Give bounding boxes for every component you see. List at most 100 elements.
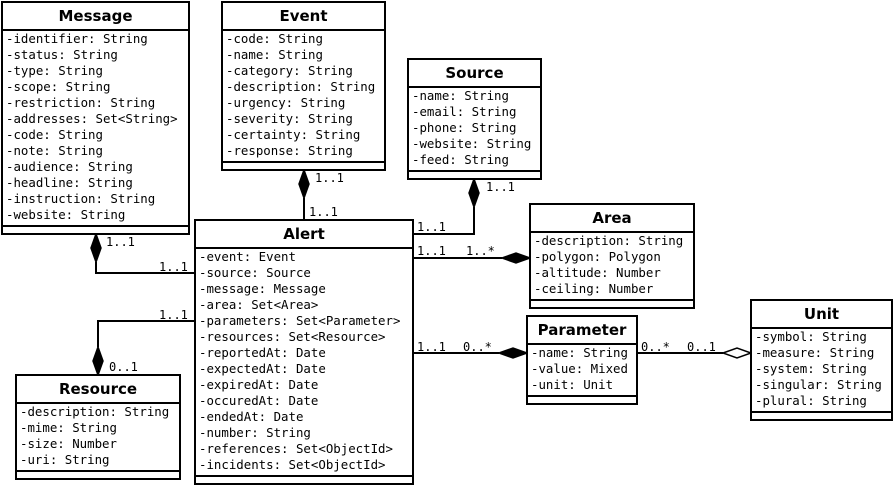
message-attribute: -scope: String: [6, 79, 110, 94]
resource-attribute: -description: String: [20, 404, 169, 419]
event-attribute: -code: String: [226, 31, 323, 46]
area-composition-diamond: [499, 252, 533, 264]
alert-attribute: -event: Event: [199, 249, 296, 264]
message-attribute: -restriction: String: [6, 95, 155, 110]
unit-class-box: [750, 299, 893, 421]
multiplicity-alert-source: 1..1: [417, 220, 446, 234]
multiplicity-alert-message: 1..1: [159, 260, 188, 274]
alert-resource-association: [97, 320, 195, 347]
resource-attribute: -mime: String: [20, 420, 117, 435]
parameter-attribute: -name: String: [531, 345, 628, 360]
message-attribute: -addresses: Set<String>: [6, 111, 178, 126]
message-class-name: Message: [59, 7, 133, 25]
source-class-name: Source: [445, 64, 503, 82]
class-parameter: Parameter -name: String-value: Mixed-unit…: [526, 315, 638, 405]
area-class-box: [529, 203, 695, 309]
class-resource: Resource-description: String-mime: Strin…: [15, 374, 181, 480]
event-composition-diamond: [298, 167, 310, 201]
event-attribute: -name: String: [226, 47, 323, 62]
multiplicity-resource: 0..1: [109, 360, 138, 374]
alert-attribute: -expiredAt: Date: [199, 377, 318, 392]
area-attribute: -description: String: [534, 233, 683, 248]
alert-attribute: -references: Set<ObjectId>: [199, 441, 393, 456]
multiplicity-unit: 0..1: [687, 340, 716, 354]
message-attribute: -headline: String: [6, 175, 133, 190]
alert-class-box: [194, 219, 414, 485]
alert-attribute: -incidents: Set<ObjectId>: [199, 457, 386, 472]
area-attribute: -ceiling: Number: [534, 281, 653, 296]
alert-attribute: -expectedAt: Date: [199, 361, 326, 376]
message-attribute: -type: String: [6, 63, 103, 78]
alert-attribute: -reportedAt: Date: [199, 345, 326, 360]
source-attribute: -name: String: [412, 88, 509, 103]
resource-class-box: [15, 374, 181, 480]
area-attribute: -polygon: Polygon: [534, 249, 661, 264]
unit-aggregation-diamond: [720, 347, 754, 359]
alert-attribute: -endedAt: Date: [199, 409, 303, 424]
alert-attribute: -number: String: [199, 425, 311, 440]
source-attribute: -phone: String: [412, 120, 516, 135]
message-attribute: -identifier: String: [6, 31, 148, 46]
class-alert: Alert -event: Event-source: Source-messag…: [194, 219, 414, 485]
alert-attribute: -parameters: Set<Parameter>: [199, 313, 400, 328]
parameter-attribute: -value: Mixed: [531, 361, 628, 376]
message-composition-diamond: [90, 231, 102, 265]
multiplicity-alert-parameter: 1..1: [417, 340, 446, 354]
unit-attribute: -system: String: [755, 361, 867, 376]
parameter-composition-diamond: [496, 347, 530, 359]
message-alert-association: [95, 262, 195, 274]
message-attribute: -instruction: String: [6, 191, 155, 206]
source-alert-association: [413, 207, 475, 235]
class-message: Message -identifier: String-status: Strin…: [1, 1, 190, 235]
multiplicity-alert-event: 1..1: [309, 205, 338, 219]
unit-attribute: -singular: String: [755, 377, 882, 392]
area-attribute: -altitude: Number: [534, 265, 661, 280]
alert-class-name: Alert: [283, 225, 325, 243]
class-source: Source -name: String-email: String-phone:…: [407, 58, 542, 180]
multiplicity-event: 1..1: [315, 171, 344, 185]
multiplicity-alert-resource: 1..1: [159, 308, 188, 322]
unit-class-name: Unit: [804, 305, 839, 323]
parameter-class-box: [526, 315, 638, 405]
multiplicity-alert-area: 1..1: [417, 244, 446, 258]
event-attribute: -certainty: String: [226, 127, 360, 142]
source-attribute: -email: String: [412, 104, 516, 119]
message-attribute: -note: String: [6, 143, 103, 158]
multiplicity-parameter: 0..*: [463, 340, 492, 354]
event-attribute: -urgency: String: [226, 95, 345, 110]
parameter-attribute: -unit: Unit: [531, 377, 613, 392]
multiplicity-area: 1..*: [466, 244, 495, 258]
source-class-box: [407, 58, 542, 180]
source-attribute: -website: String: [412, 136, 531, 151]
event-attribute: -description: String: [226, 79, 375, 94]
multiplicity-source: 1..1: [486, 180, 515, 194]
alert-attribute: -source: Source: [199, 265, 311, 280]
area-class-name: Area: [592, 209, 631, 227]
message-attribute: -status: String: [6, 47, 118, 62]
message-class-box: [1, 1, 190, 235]
alert-attribute: -occuredAt: Date: [199, 393, 318, 408]
event-attribute: -response: String: [226, 143, 353, 158]
message-attribute: -code: String: [6, 127, 103, 142]
multiplicity-message: 1..1: [106, 235, 135, 249]
event-class-name: Event: [279, 7, 327, 25]
alert-attribute: -message: Message: [199, 281, 326, 296]
event-attribute: -severity: String: [226, 111, 353, 126]
unit-attribute: -measure: String: [755, 345, 874, 360]
parameter-class-name: Parameter: [538, 321, 627, 339]
resource-composition-diamond: [92, 344, 104, 378]
source-attribute: -feed: String: [412, 152, 509, 167]
message-attribute: -audience: String: [6, 159, 133, 174]
class-unit: Unit -symbol: String-measure: String-syst…: [750, 299, 893, 421]
class-area: Area -description: String-polygon: Polygo…: [529, 203, 695, 309]
alert-attribute: -resources: Set<Resource>: [199, 329, 386, 344]
class-event: Event -code: String-name: String-category…: [221, 1, 386, 171]
event-attribute: -category: String: [226, 63, 353, 78]
source-composition-diamond: [468, 176, 480, 210]
resource-attribute: -size: Number: [20, 436, 117, 451]
resource-attribute: -uri: String: [20, 452, 110, 467]
unit-attribute: -plural: String: [755, 393, 867, 408]
message-attribute: -website: String: [6, 207, 125, 222]
unit-attribute: -symbol: String: [755, 329, 867, 344]
